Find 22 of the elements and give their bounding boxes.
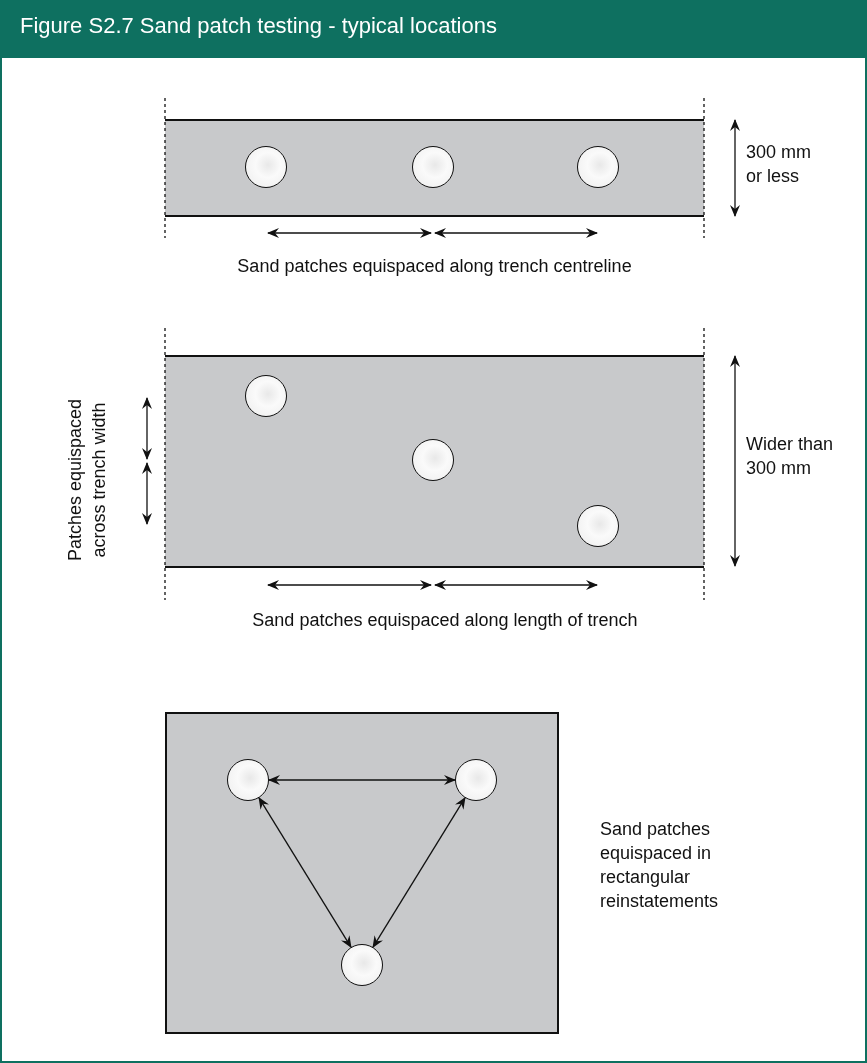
arrow xyxy=(258,797,352,948)
sand-patch-circle xyxy=(577,505,619,547)
sand-patch-circle xyxy=(577,146,619,188)
arrow xyxy=(372,797,466,948)
dimension-label: Patches equispaced across trench width xyxy=(64,397,110,564)
sand-patch-circle xyxy=(341,944,383,986)
caption-text: Sand patches equispaced along length of trench xyxy=(251,609,639,632)
reinstatement-rectangle xyxy=(165,712,559,1034)
dimension-label: Wider than 300 mm xyxy=(746,433,835,480)
sand-patch-circle xyxy=(455,759,497,801)
caption-text: Sand patches equispaced along trench centreline xyxy=(236,255,633,278)
sand-patch-circle xyxy=(245,375,287,417)
arrow xyxy=(268,775,456,785)
trench-strip xyxy=(165,355,704,568)
trench-strip xyxy=(165,119,704,217)
dimension-label: 300 mm or less xyxy=(746,141,813,188)
sand-patch-circle xyxy=(227,759,269,801)
title-banner: Figure S2.7 Sand patch testing - typical locations xyxy=(0,0,867,58)
sand-patch-circle xyxy=(245,146,287,188)
sand-patch-circle xyxy=(412,146,454,188)
caption-text: Sand patches equispaced in rectangular reinstatements xyxy=(600,818,720,913)
sand-patch-circle xyxy=(412,439,454,481)
